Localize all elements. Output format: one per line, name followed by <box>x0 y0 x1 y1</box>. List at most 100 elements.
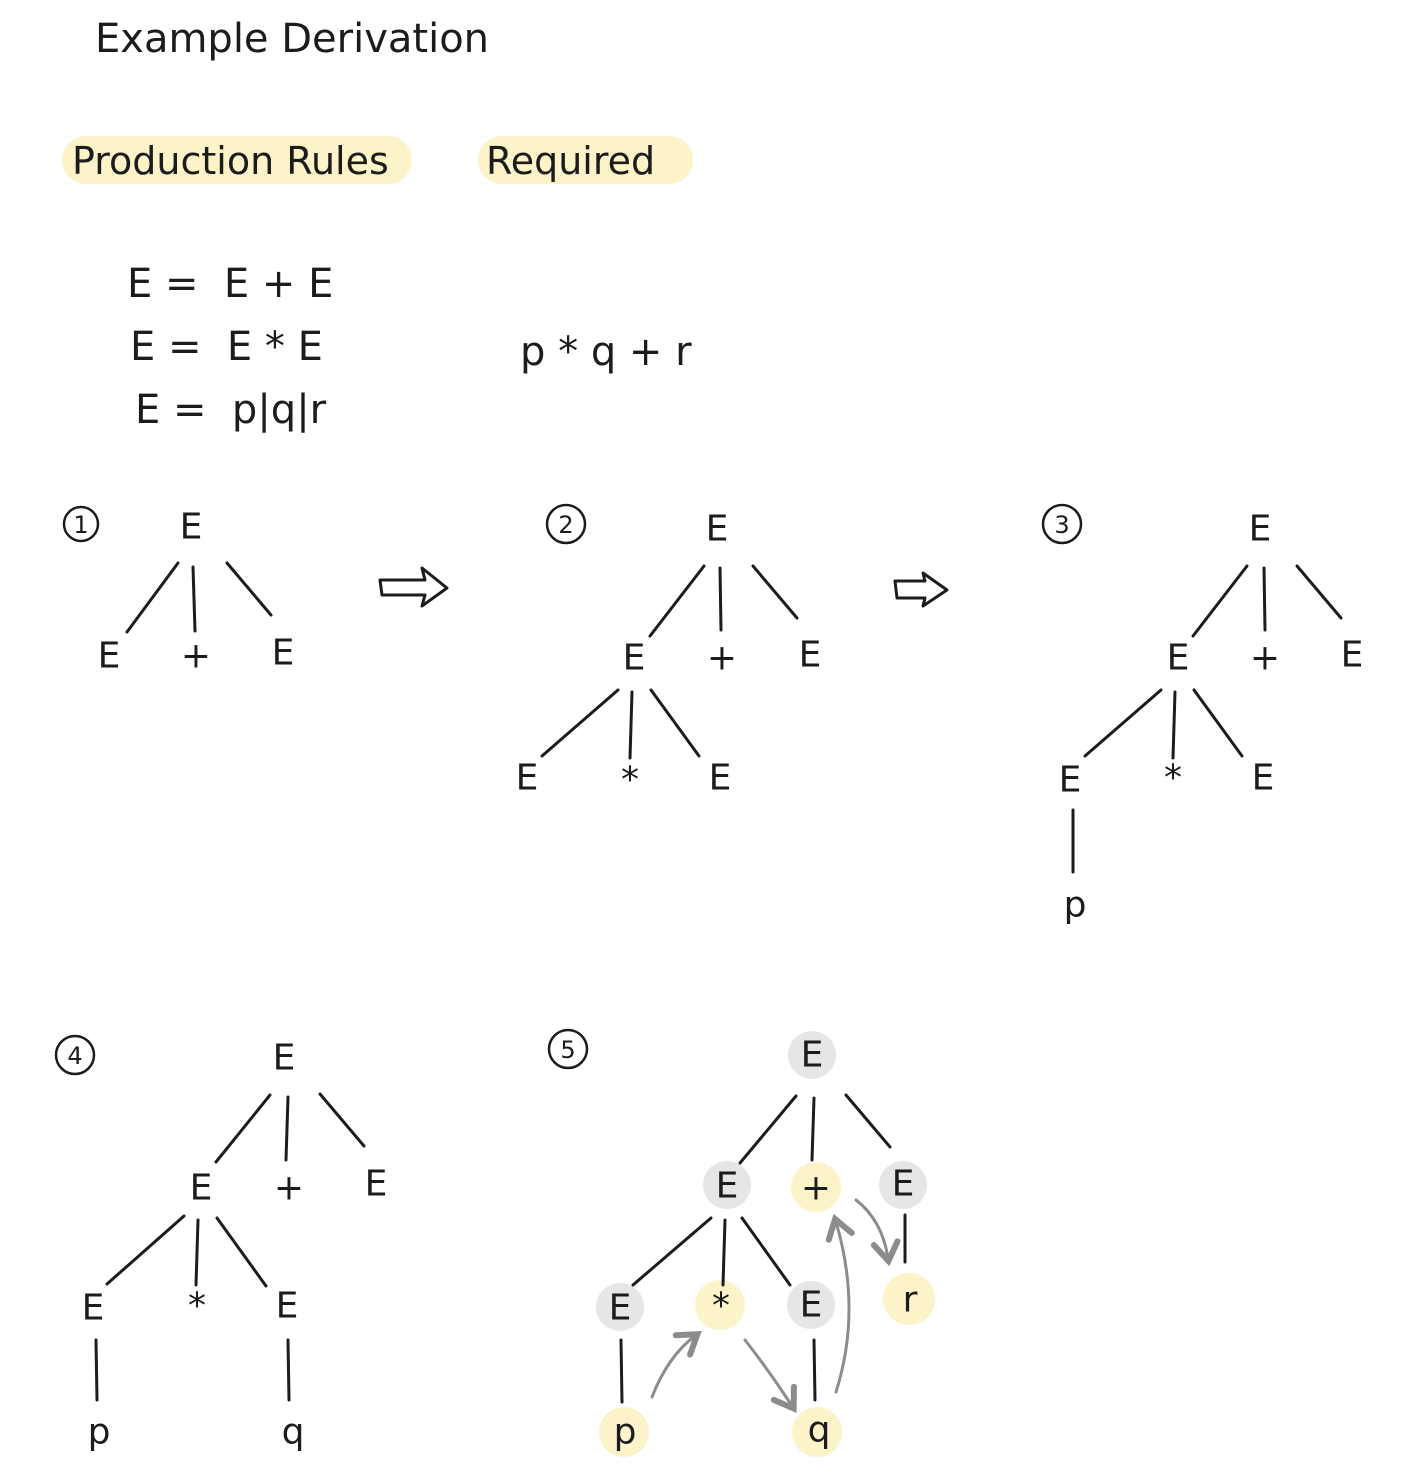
node-q: q <box>808 1410 831 1451</box>
required-highlight <box>478 136 693 184</box>
node-bg-E <box>788 1031 836 1079</box>
step-5-marker: 5 <box>547 1028 589 1070</box>
step-4-number: 4 <box>67 1042 82 1070</box>
node-E: E <box>516 758 539 799</box>
tree-step-2: E E + E E * E <box>516 509 822 801</box>
node-q: q <box>282 1412 305 1453</box>
edge <box>718 566 723 632</box>
node-bg-plus <box>791 1162 841 1212</box>
node-E: E <box>276 1286 299 1327</box>
step-2-number: 2 <box>558 511 573 539</box>
production-rules-highlight <box>62 136 412 184</box>
node-E: E <box>892 1164 915 1205</box>
edge <box>286 1338 291 1402</box>
edge <box>844 1093 892 1149</box>
required-heading: Required <box>486 139 655 183</box>
edge <box>812 1338 817 1402</box>
node-E: E <box>609 1288 632 1329</box>
node-bg-times <box>695 1280 745 1330</box>
node-bg-p <box>599 1407 649 1457</box>
edge <box>810 1096 816 1162</box>
node-bg-E <box>596 1283 644 1331</box>
edge <box>1171 690 1177 760</box>
node-E: E <box>1341 635 1364 676</box>
rule-3: E = p|q|r <box>135 387 327 433</box>
node-E: E <box>82 1288 105 1329</box>
step-2-marker: 2 <box>545 503 587 545</box>
rule-1: E = E + E <box>127 261 333 307</box>
node-bg-E <box>703 1161 751 1209</box>
node-E: E <box>180 507 203 548</box>
node-times: * <box>1164 758 1182 799</box>
edge <box>215 1216 268 1288</box>
node-E: E <box>801 1035 824 1076</box>
edge <box>540 688 620 758</box>
node-p: p <box>88 1412 111 1453</box>
edge <box>1262 566 1267 632</box>
node-E: E <box>706 509 729 550</box>
edge <box>1083 688 1163 758</box>
edge <box>318 1092 366 1148</box>
edge <box>740 1216 792 1287</box>
edge <box>125 561 180 634</box>
edge <box>194 1218 200 1287</box>
node-p: p <box>614 1412 637 1453</box>
node-times: * <box>712 1286 730 1327</box>
node-E: E <box>716 1166 739 1207</box>
node-plus: + <box>181 636 211 677</box>
node-p: p <box>1064 885 1087 926</box>
node-bg-E <box>787 1281 835 1329</box>
step-3-number: 3 <box>1054 511 1069 539</box>
step-1-marker: 1 <box>62 505 100 543</box>
edge <box>631 1216 713 1287</box>
production-rules-heading: Production Rules <box>72 139 389 183</box>
node-E: E <box>1249 509 1272 550</box>
edge <box>214 1093 272 1164</box>
step-5-number: 5 <box>560 1036 575 1064</box>
edge <box>284 1095 290 1162</box>
edge <box>619 1338 624 1404</box>
transition-arrow-1 <box>378 566 449 608</box>
node-bg-q <box>792 1407 842 1457</box>
edge <box>738 1094 798 1165</box>
edge <box>94 1338 99 1402</box>
edge <box>1295 564 1343 620</box>
node-E: E <box>1059 760 1082 801</box>
node-E: E <box>1167 638 1190 679</box>
edge <box>1191 564 1249 638</box>
step-1-number: 1 <box>73 511 88 539</box>
node-times: * <box>188 1286 206 1327</box>
evaluation-arrow <box>854 1198 901 1267</box>
step-3-marker: 3 <box>1041 503 1083 545</box>
edge <box>1192 688 1244 758</box>
transition-arrow-2 <box>893 571 949 608</box>
edge <box>751 564 799 620</box>
node-E: E <box>273 1038 296 1079</box>
node-E: E <box>800 1285 823 1326</box>
edge <box>628 690 634 760</box>
node-plus: + <box>1250 638 1280 679</box>
edge <box>105 1214 186 1286</box>
node-bg-r <box>883 1273 935 1325</box>
node-E: E <box>1252 758 1275 799</box>
tree-step-5: E E + E E * E r p q <box>596 1031 935 1457</box>
required-expression: p * q + r <box>520 329 692 375</box>
evaluation-arrow <box>743 1338 797 1414</box>
edge <box>191 565 197 633</box>
edge <box>648 564 706 638</box>
evaluation-arrow <box>825 1213 855 1394</box>
tree-step-3: E E + E E * E p <box>1059 509 1364 926</box>
tree-step-4: E E + E E * E p q <box>82 1038 388 1453</box>
node-plus: + <box>801 1168 831 1209</box>
node-plus: + <box>274 1168 304 1209</box>
node-E: E <box>272 633 295 674</box>
node-E: E <box>98 636 121 677</box>
edge <box>649 688 701 758</box>
edge <box>721 1218 727 1287</box>
node-E: E <box>365 1164 388 1205</box>
node-E: E <box>709 758 732 799</box>
node-E: E <box>190 1168 213 1209</box>
tree-step-1: E E + E <box>98 507 295 677</box>
edge <box>225 561 273 617</box>
